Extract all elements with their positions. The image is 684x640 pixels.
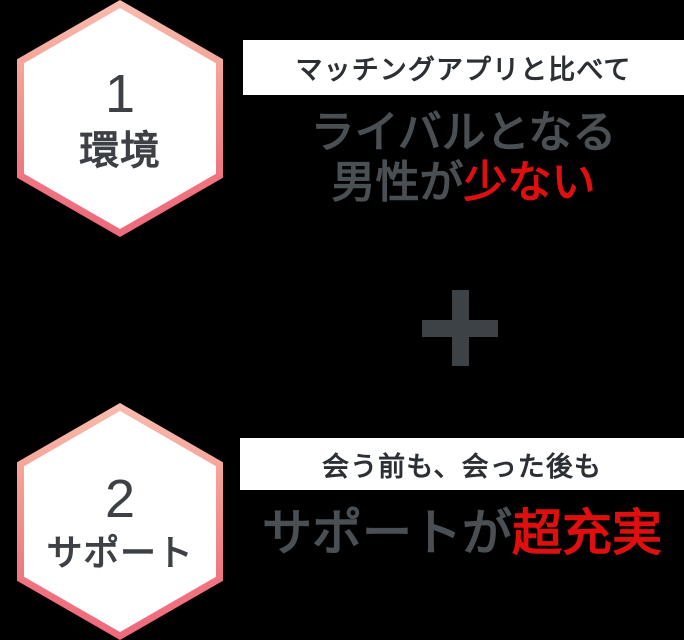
point-1-headline-seg-2: 男性が bbox=[331, 157, 464, 209]
point-2-banner-text: 会う前も、会った後も bbox=[322, 451, 602, 483]
point-1-banner: マッチングアプリと比べて bbox=[243, 40, 684, 95]
point-1-headline-seg-1: ライバルとなる bbox=[310, 107, 617, 158]
point-2-banner: 会う前も、会った後も bbox=[240, 438, 684, 490]
plus-vertical-bar bbox=[452, 290, 469, 366]
point-1-headline-line-1: ライバルとなる bbox=[243, 107, 684, 158]
plus-sign-icon bbox=[422, 290, 498, 366]
point-1-headline-line-2: 男性が少ない bbox=[243, 158, 684, 208]
point-2-headline-line-1: サポートが超充実 bbox=[240, 505, 684, 562]
point-1-number: 1 bbox=[104, 63, 136, 124]
point-1-badge-label: 環境 bbox=[79, 127, 161, 174]
point-2-badge-label: サポート bbox=[46, 532, 194, 574]
point-2-headline: サポートが超充実 bbox=[240, 505, 684, 562]
point-2-headline-seg-2-emphasis: 超充実 bbox=[512, 504, 662, 562]
point-2-headline-seg-1: サポートが bbox=[262, 504, 512, 562]
point-2-number: 2 bbox=[104, 468, 136, 529]
point-1-hex-badge: 1 環境 bbox=[17, 0, 223, 237]
hex-content-2: 2 サポート bbox=[17, 403, 223, 640]
point-1-headline: ライバルとなる 男性が少ない bbox=[243, 107, 684, 208]
point-2-hex-badge: 2 サポート bbox=[17, 403, 223, 640]
point-1-banner-text: マッチングアプリと比べて bbox=[295, 55, 632, 86]
hex-content-1: 1 環境 bbox=[17, 0, 223, 237]
point-1-headline-seg-3-emphasis: 少ない bbox=[463, 157, 596, 209]
